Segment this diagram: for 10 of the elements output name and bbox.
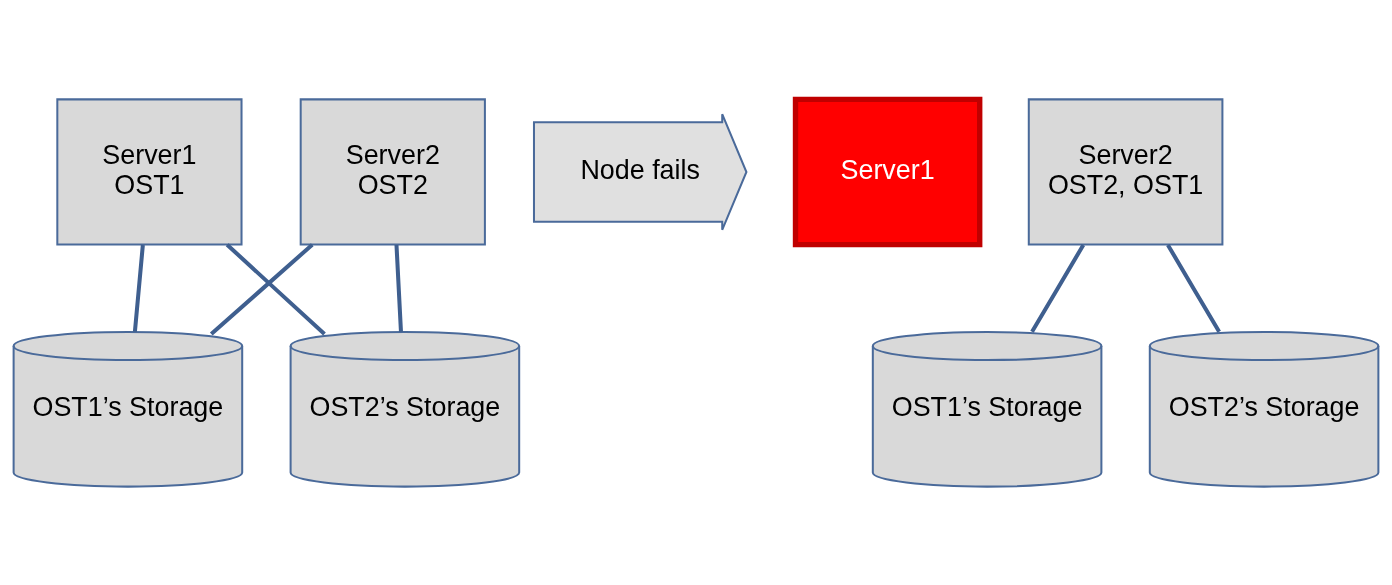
node-box: Server2 OST2, OST1 (1027, 97, 1224, 246)
node-box: Server1 (792, 96, 983, 247)
connector (225, 242, 326, 336)
connector (132, 244, 145, 332)
node-box: Server1 OST1 (56, 97, 243, 246)
connector (394, 244, 403, 332)
node-box: Server2 OST2 (299, 97, 486, 246)
connector (209, 242, 314, 336)
connector (1166, 243, 1221, 333)
connector (1030, 243, 1086, 333)
